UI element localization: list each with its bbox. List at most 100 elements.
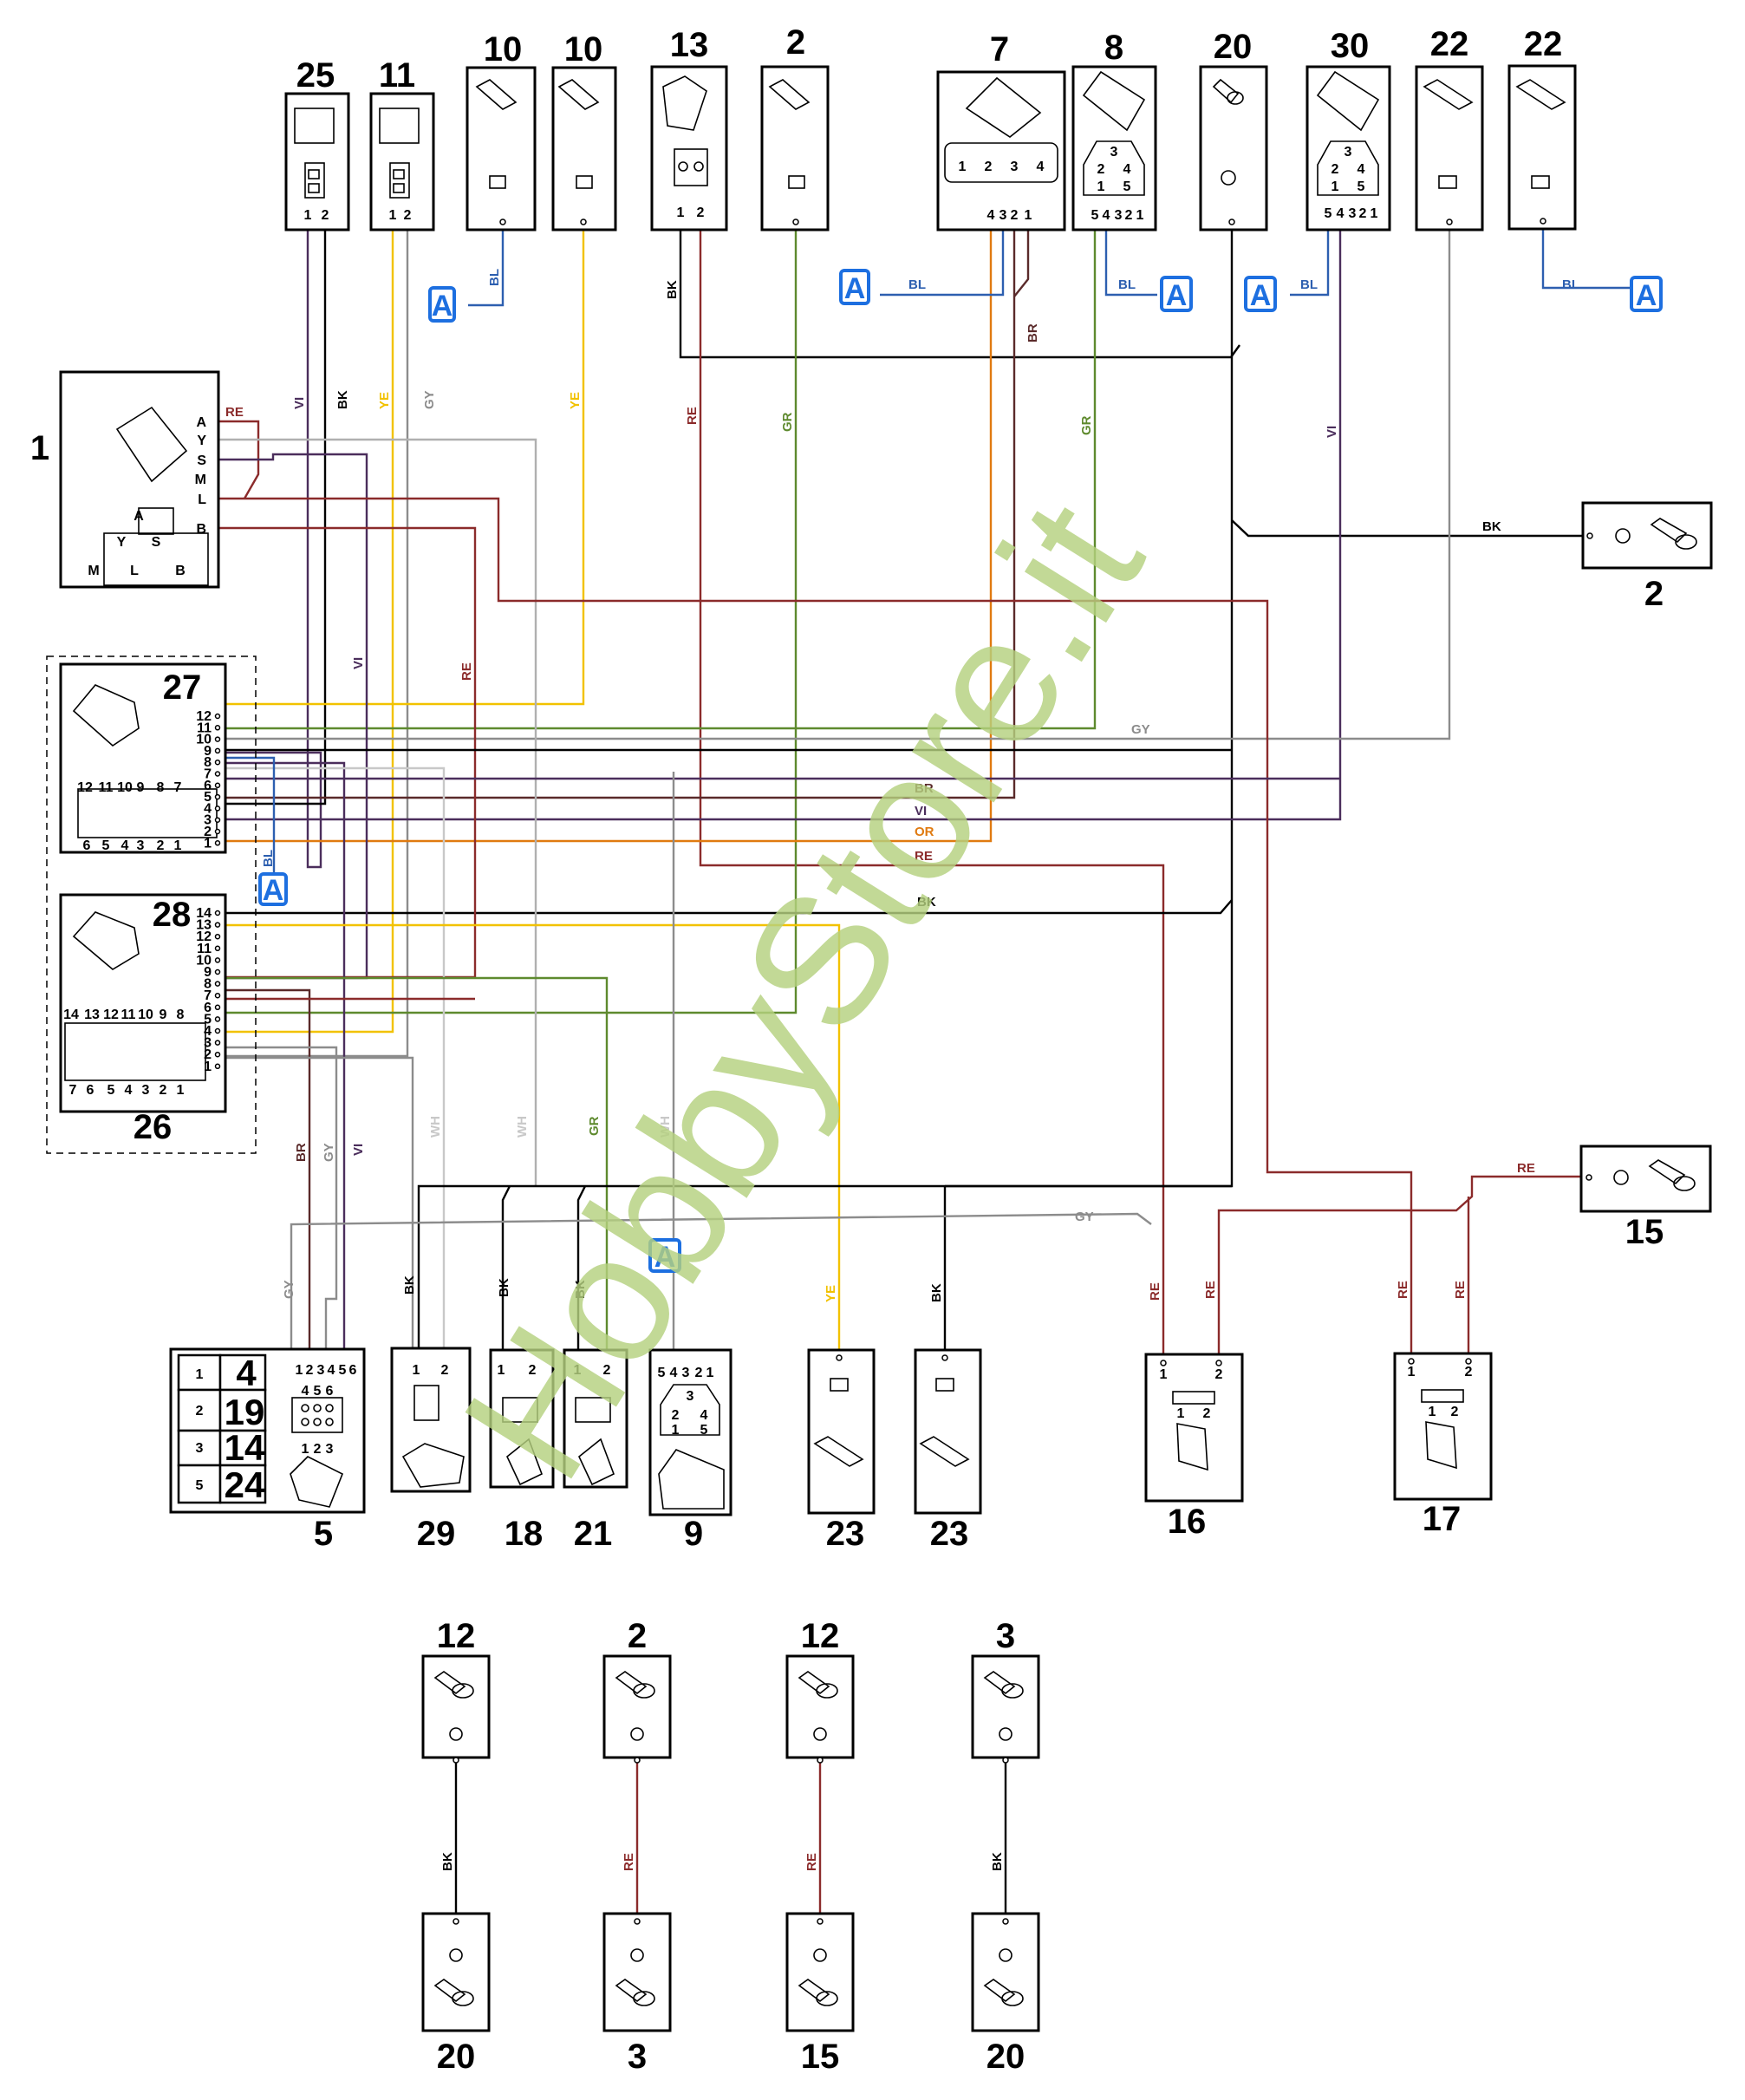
- terminal-number: 2: [628, 1617, 647, 1655]
- pin-face-label: 1: [1429, 1405, 1436, 1419]
- connector-25: 25 1 2: [284, 56, 350, 232]
- pin-label: 8: [204, 755, 212, 770]
- label-gy-h: GY: [1131, 722, 1150, 737]
- wire-bl-c8-4: [1104, 224, 1157, 297]
- pin-label: 3: [1115, 208, 1123, 223]
- pin-face-label: Y: [117, 535, 127, 550]
- label-gy-5b: GY: [282, 1280, 296, 1299]
- pin-label: 1: [677, 205, 685, 220]
- pin-label: 2: [529, 1363, 537, 1378]
- pin-label: 2: [204, 825, 212, 839]
- connector-10-a: 10: [466, 30, 537, 232]
- pin-terminal: [214, 992, 221, 999]
- pin-label: 8: [204, 977, 212, 992]
- pin-face-label: 5: [1358, 179, 1365, 194]
- wires: [218, 224, 1630, 1360]
- pin-label: 11: [197, 942, 212, 956]
- pin-terminal: [214, 957, 221, 963]
- svg-text:2: 2: [196, 1404, 204, 1418]
- connector-22-a: 22: [1415, 25, 1484, 232]
- connector-2-top: 2: [760, 23, 830, 232]
- wire-vi-c25-1: [225, 224, 322, 869]
- wire-bk-bottom-bus: [417, 1184, 1232, 1360]
- pin-face-label: 3: [1110, 145, 1118, 160]
- pin-face-label: 3: [1011, 160, 1019, 174]
- label-vi-1: VI: [292, 397, 307, 409]
- ring-terminal-icon: [1212, 78, 1244, 186]
- label-bk-29: BK: [402, 1275, 417, 1295]
- connector-9: 3 2 4 1 5 5 4 3 2 1 9: [648, 1348, 733, 1553]
- pin-label: 4: [670, 1366, 678, 1380]
- svg-text:A: A: [432, 290, 453, 323]
- pin-label: 3: [1349, 206, 1357, 221]
- ref-a-8: A: [1160, 276, 1193, 312]
- pin-label: 9: [204, 965, 212, 980]
- pin-label: 1: [304, 208, 312, 223]
- pin-label: 1: [706, 1366, 714, 1380]
- label-gr-9: GR: [587, 1116, 602, 1136]
- svg-text:1: 1: [196, 1367, 204, 1382]
- wire-bk-gnd2: [1231, 519, 1586, 538]
- label-ye-1: YE: [377, 392, 392, 409]
- pin-label: 6: [204, 1001, 212, 1015]
- single-terminal-icon: [919, 1378, 970, 1467]
- connector-10-b: 10: [551, 30, 617, 232]
- pin-terminal: [214, 968, 221, 975]
- pin-label: 3: [317, 1363, 325, 1378]
- terminal-2-right: 2: [1581, 501, 1713, 613]
- ref-a-27: A: [258, 872, 288, 907]
- svg-text:19: 19: [225, 1392, 265, 1432]
- label-wh-3: WH: [658, 1116, 673, 1138]
- pin-terminal: [214, 945, 221, 952]
- pin-face-label: 3: [142, 1083, 150, 1098]
- label-gr-2: GR: [780, 412, 795, 432]
- terminal-number: 20: [437, 2038, 476, 2076]
- single-terminal-icon: [1515, 79, 1566, 189]
- connector-number: 9: [684, 1515, 703, 1553]
- connector-7: 7 1 2 3 4 4 3 2 1: [936, 30, 1066, 232]
- washer-icon: [813, 1727, 827, 1741]
- pin-face-label: 9: [137, 780, 145, 795]
- pin-face-label: 1: [1177, 1406, 1185, 1421]
- connector-number: 28: [153, 896, 192, 934]
- pin-label: 10: [196, 733, 212, 747]
- label-gy-1: GY: [422, 390, 437, 409]
- washer-icon: [449, 1948, 463, 1962]
- wire-vi-27-9: [225, 761, 346, 1360]
- pin-terminal: [214, 1016, 221, 1022]
- wire-bk-c25-2: [225, 224, 327, 805]
- wire-labels: BL BK RE GR BL BR BL GR BL VI BL VI BK Y…: [225, 269, 1579, 1302]
- pin-terminal: [214, 1004, 221, 1011]
- pin-label: 4: [1337, 206, 1345, 221]
- pin-face-label: M: [88, 564, 99, 578]
- wire-gr-c2: [225, 224, 798, 1014]
- svg-text:14: 14: [225, 1427, 265, 1468]
- pin-face-label: 3: [1345, 145, 1352, 160]
- terminal-box: [785, 1912, 855, 2032]
- ring-terminal-icon: [983, 1671, 1016, 1695]
- pin-face-label: 11: [121, 1008, 136, 1022]
- wire-gy-28-2: [225, 1046, 338, 1360]
- plug-6pin-icon: [290, 1397, 344, 1508]
- label-bl-27: BL: [261, 850, 276, 867]
- ring-terminal-icon: [798, 1671, 830, 1695]
- ref-a-7: A: [839, 269, 870, 305]
- label-re-17a: RE: [1396, 1281, 1410, 1299]
- washer-icon: [630, 1727, 644, 1741]
- label-bk-13: BK: [665, 280, 680, 299]
- pin-label: 2: [603, 1363, 611, 1378]
- connector-29: 1 2 29: [390, 1347, 472, 1553]
- pin-face-label: 2: [1203, 1406, 1211, 1421]
- wire-gy-c11-2: [225, 224, 409, 1058]
- connector-20-top: 20: [1199, 28, 1268, 232]
- connector-number: 23: [930, 1515, 969, 1553]
- plug-5pin-icon: [1082, 70, 1146, 196]
- pin-face-label: 2: [160, 1083, 167, 1098]
- terminal-box: [421, 1912, 491, 2032]
- label-vi-5: VI: [351, 1144, 366, 1156]
- terminal-number: 3: [996, 1617, 1015, 1655]
- pin-face-label: 12: [77, 780, 93, 795]
